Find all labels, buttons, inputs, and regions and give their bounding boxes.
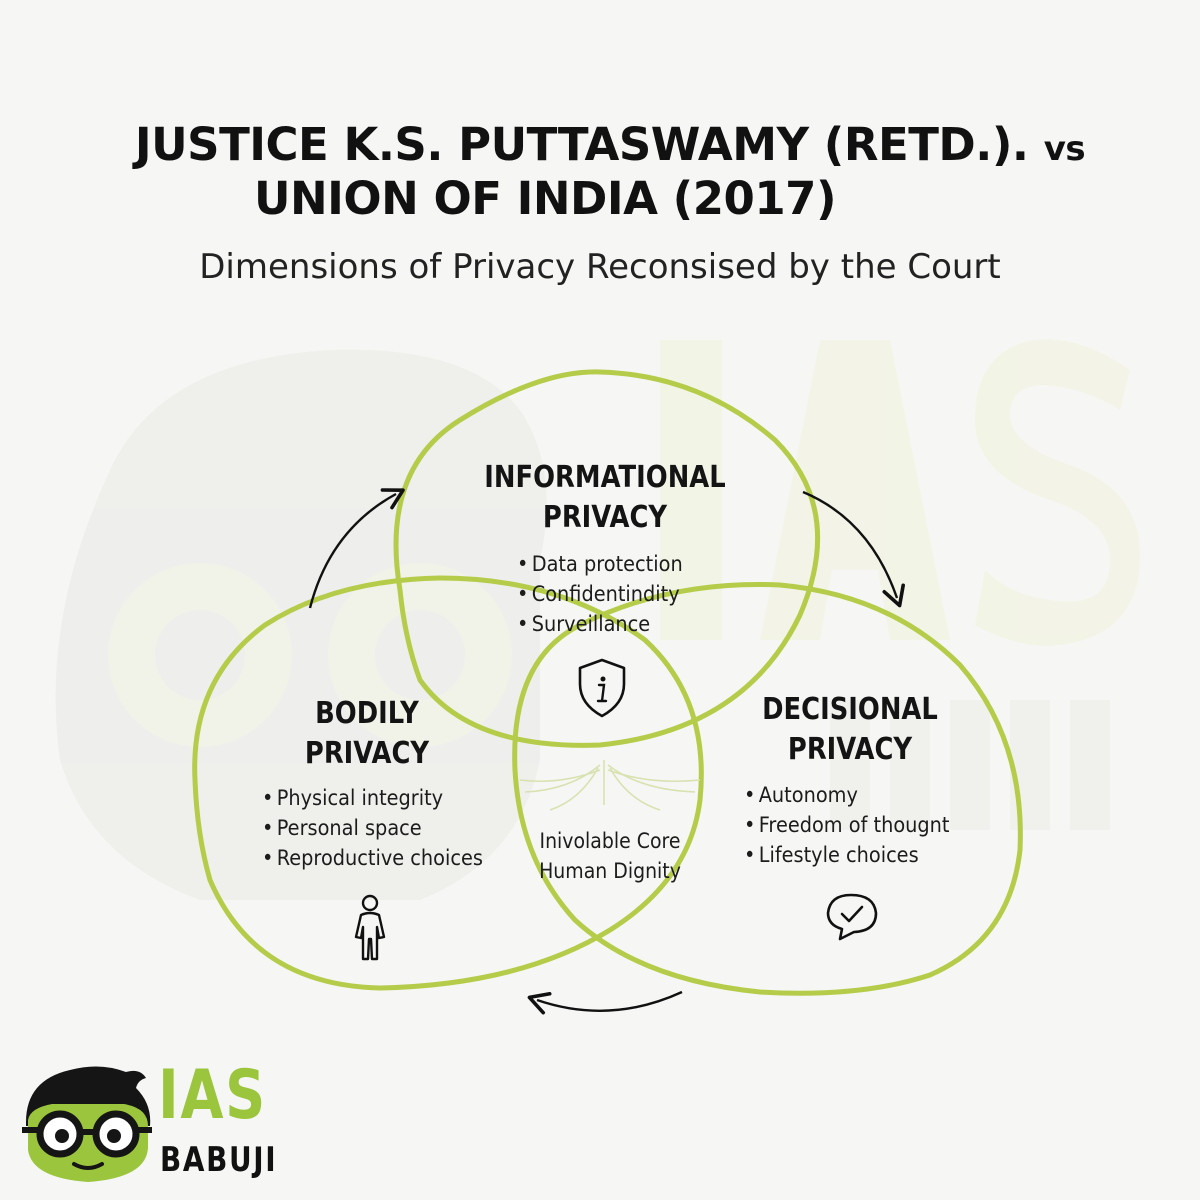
bodily-privacy-title: BODILY PRIVACY [277,694,458,774]
decisional-bullet-list: Autonomy Freedom of thougnt Lifestyle ch… [744,780,950,870]
core-line-2: Human Dignity [539,859,681,883]
logo-brand-babuji: BABUJI [160,1140,278,1180]
mascot-face-glasses-icon [22,1066,152,1182]
page-subtitle: Dimensions of Privacy Reconsised by the … [199,247,1001,287]
informational-bullet-list: Data protection Confidentindity Surveill… [517,549,683,639]
bodily-title-line-2: PRIVACY [304,736,430,771]
decisional-title-line-1: DECISIONAL [762,692,938,727]
arrow-informational-to-decisional [802,490,905,608]
person-icon [354,894,386,961]
list-item: Surveillance [517,609,683,639]
decisional-privacy-title: DECISIONAL PRIVACY [738,690,962,770]
informational-title-line-1: INFORMATIONAL [484,460,726,495]
list-item: Autonomy [744,780,950,810]
list-item: Lifestyle choices [744,840,950,870]
list-item: Freedom of thougnt [744,810,950,840]
page-title-line-2: UNION OF INDIA (2017) [253,172,837,225]
informational-privacy-title: INFORMATIONAL PRIVACY [480,458,729,538]
logo-brand-ias: IAS [158,1056,267,1135]
bodily-bullet-list: Physical integrity Personal space Reprod… [262,783,483,873]
arrow-decisional-to-bodily [527,990,683,1015]
list-item: Personal space [262,813,483,843]
list-item: Reproductive choices [262,843,483,873]
bodily-circle [192,575,704,991]
page-title-line-1: JUSTICE K.S. PUTTASWAMY (RETD.). vs [0,118,1200,171]
list-item: Confidentindity [517,579,683,609]
speech-bubble-check-icon [826,893,878,941]
title-main: JUSTICE K.S. PUTTASWAMY (RETD.). [134,118,1029,171]
core-label: Inivolable Core Human Dignity [511,826,709,886]
list-item: Physical integrity [262,783,483,813]
bodily-title-line-1: BODILY [315,696,419,731]
arrow-bodily-to-informational [308,488,405,609]
core-fan-lines [519,760,701,811]
informational-title-line-2: PRIVACY [542,500,668,535]
title-vs: vs [1043,129,1086,169]
informational-circle [393,369,821,748]
shield-info-icon [578,658,626,718]
core-line-1: Inivolable Core [539,829,681,853]
decisional-title-line-2: PRIVACY [787,732,913,767]
list-item: Data protection [517,549,683,579]
